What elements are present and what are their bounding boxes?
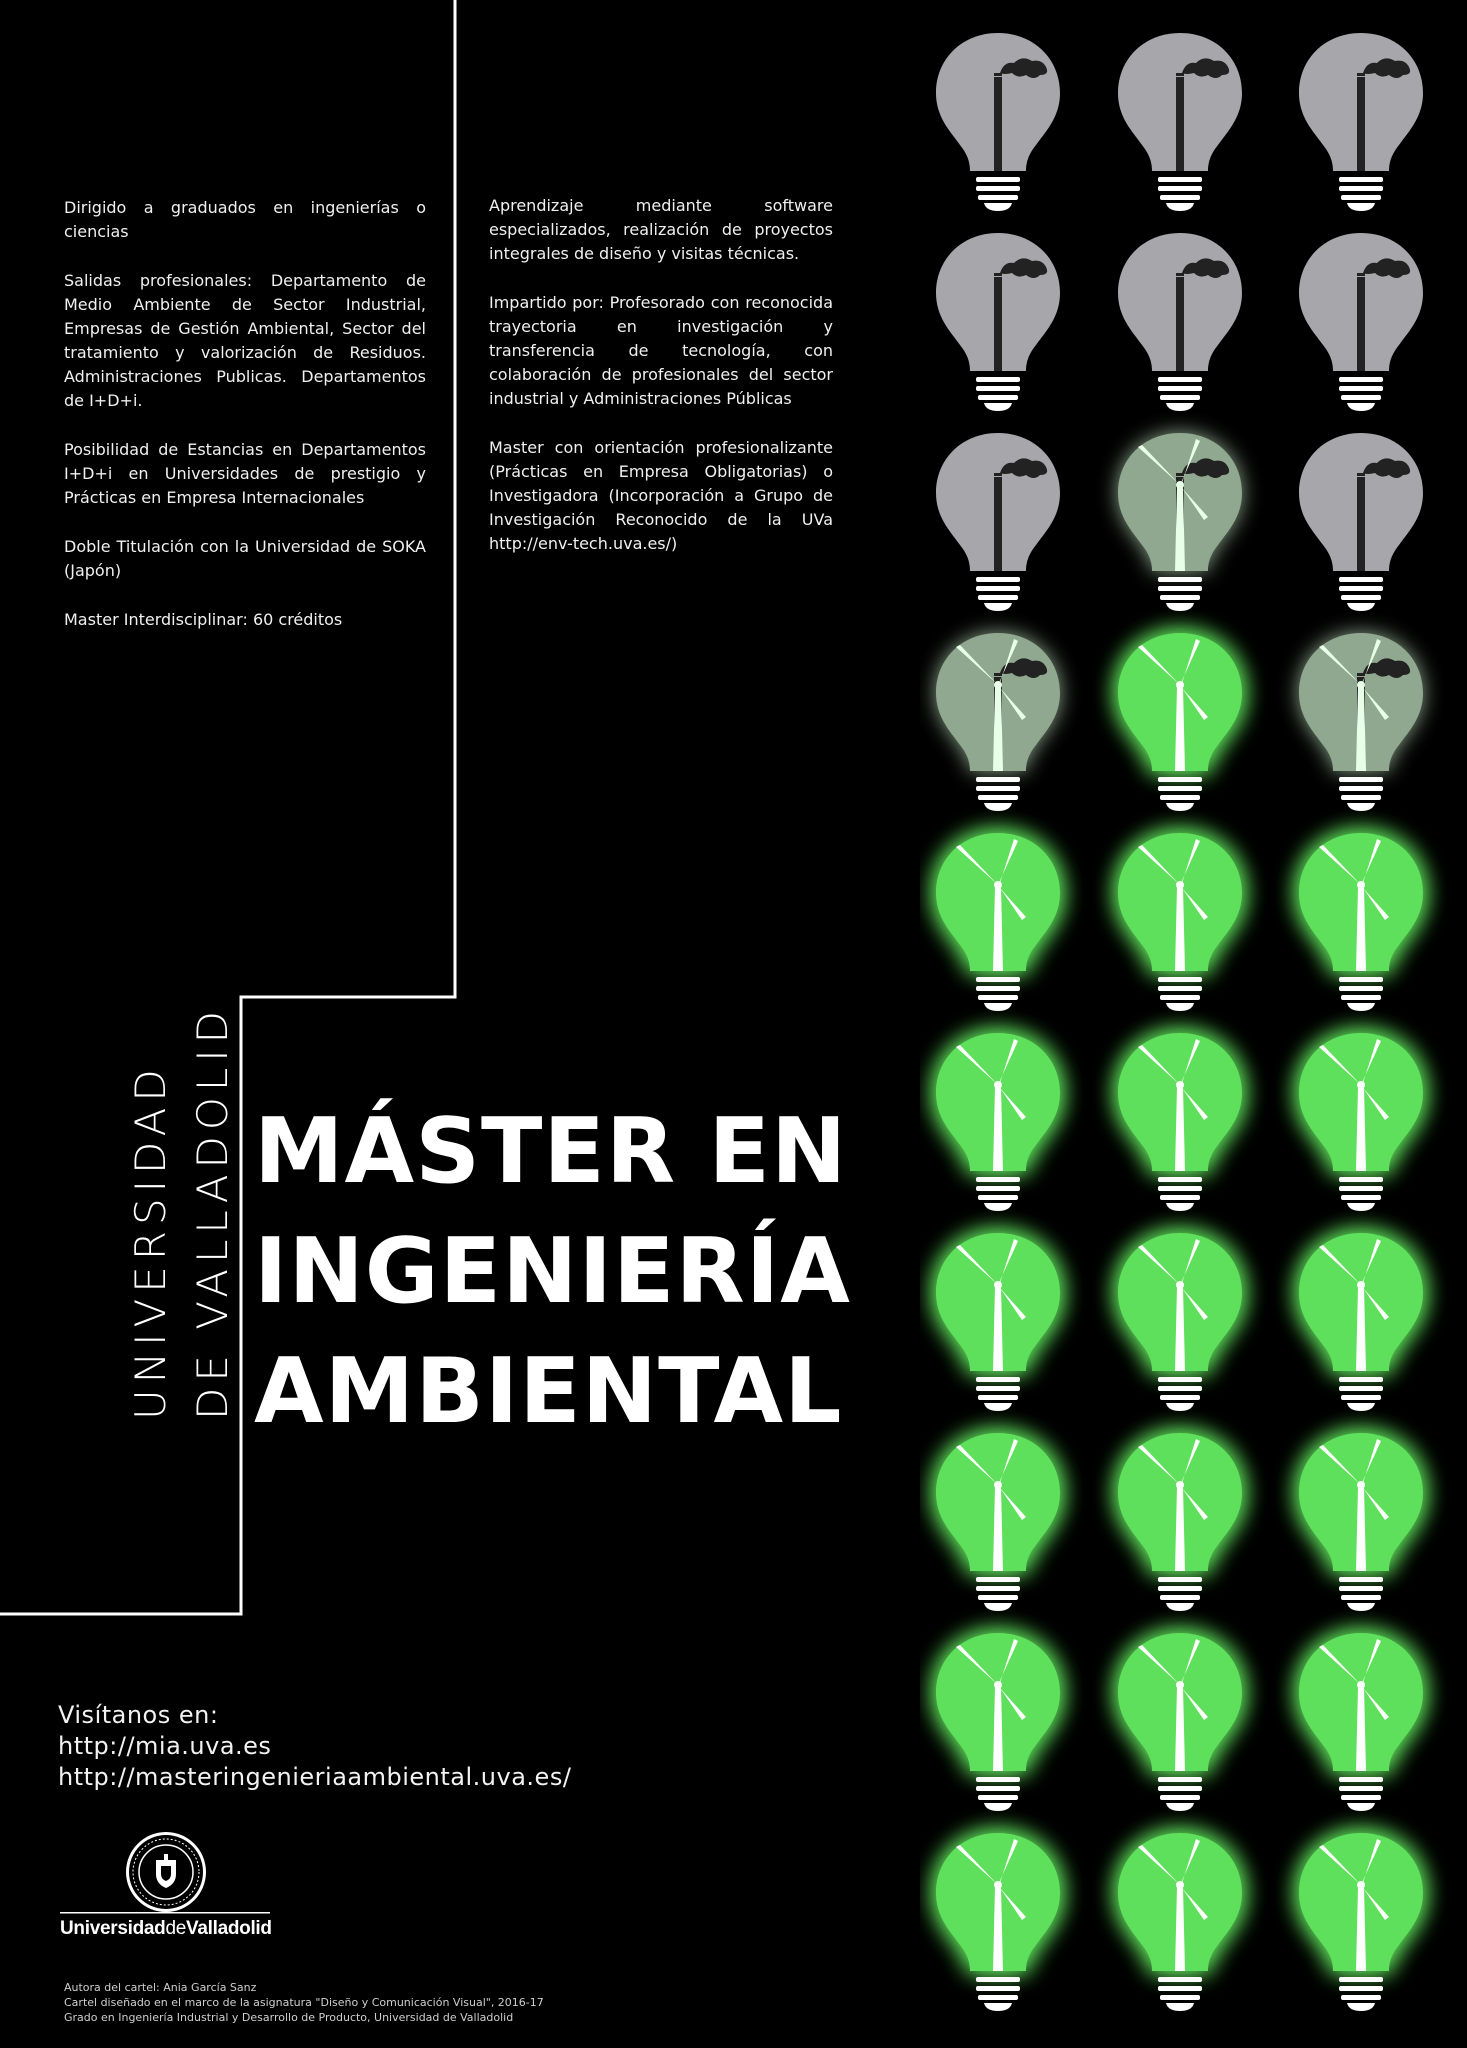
bulb-wind-icon xyxy=(1299,1433,1423,1611)
info-column-right: Aprendizaje mediante software especializ… xyxy=(489,194,833,581)
bulb-wind-icon xyxy=(1118,1833,1242,2011)
bulb-wind-icon xyxy=(1118,833,1242,1011)
visit-link-master[interactable]: http://masteringenieriaambiental.uva.es/ xyxy=(58,1763,572,1791)
visit-section: Visítanos en: http://mia.uva.es http://m… xyxy=(58,1700,571,1793)
bulb-wind-icon xyxy=(936,1233,1060,1411)
bulb-wind-icon xyxy=(1118,1033,1242,1211)
credits-degree: Grado en Ingeniería Industrial y Desarro… xyxy=(64,2011,514,2024)
bulb-wind-icon xyxy=(1118,1633,1242,1811)
university-vertical-line2: DE VALLADOLID xyxy=(188,1004,237,1420)
bulb-factory-icon xyxy=(1118,233,1242,411)
info-orientation: Master con orientación profesionalizante… xyxy=(489,438,833,553)
bulb-wind-icon xyxy=(1299,1633,1423,1811)
bulb-wind-icon xyxy=(936,833,1060,1011)
logo-part-universidad: Universidad xyxy=(60,1918,166,1939)
bulb-factory-icon xyxy=(936,433,1060,611)
visit-link-mia[interactable]: http://mia.uva.es xyxy=(58,1732,272,1760)
credits-course: Cartel diseñado en el marco de la asigna… xyxy=(64,1996,544,2009)
bulb-transition-icon xyxy=(1299,633,1423,811)
info-internships: Posibilidad de Estancias en Departamento… xyxy=(64,440,426,507)
university-vertical-line1: UNIVERSIDAD xyxy=(126,1063,175,1420)
bulb-transition-icon xyxy=(936,633,1060,811)
university-seal-icon xyxy=(126,1832,206,1912)
bulb-factory-icon xyxy=(1299,433,1423,611)
bulb-wind-icon xyxy=(1299,833,1423,1011)
bulb-transition-icon xyxy=(1118,433,1242,611)
bulb-factory-icon xyxy=(1299,33,1423,211)
bulb-wind-icon xyxy=(936,1433,1060,1611)
bulb-wind-icon xyxy=(1299,1233,1423,1411)
page-title: MÁSTER EN INGENIERÍA AMBIENTAL xyxy=(254,1092,851,1452)
bulb-grid xyxy=(936,33,1423,2011)
title-line-3: AMBIENTAL xyxy=(254,1339,843,1444)
bulb-factory-icon xyxy=(1299,233,1423,411)
university-vertical-name: UNIVERSIDAD DE VALLADOLID xyxy=(120,1005,244,1420)
bulb-wind-icon xyxy=(1118,1433,1242,1611)
logo-divider xyxy=(60,1912,270,1914)
logo-part-de: de xyxy=(165,1918,187,1939)
bulb-wind-icon xyxy=(936,1033,1060,1211)
info-learning: Aprendizaje mediante software especializ… xyxy=(489,196,833,263)
bulb-wind-icon xyxy=(936,1633,1060,1811)
bulb-wind-icon xyxy=(936,1833,1060,2011)
logo-part-valladolid: Valladolid xyxy=(186,1918,272,1939)
info-career-paths: Salidas profesionales: Departamento de M… xyxy=(64,271,426,410)
info-target-audience: Dirigido a graduados en ingenierías o ci… xyxy=(64,198,426,241)
info-column-left: Dirigido a graduados en ingenierías o ci… xyxy=(64,196,426,657)
bulb-factory-icon xyxy=(936,33,1060,211)
bulb-factory-icon xyxy=(1118,33,1242,211)
visit-heading: Visítanos en: xyxy=(58,1701,219,1729)
info-double-degree: Doble Titulación con la Universidad de S… xyxy=(64,537,426,580)
credits-author: Autora del cartel: Ania García Sanz xyxy=(64,1981,257,1994)
bulb-wind-icon xyxy=(1118,633,1242,811)
bulb-wind-icon xyxy=(1299,1833,1423,2011)
university-logo: UniversidaddeValladolid xyxy=(60,1912,272,1940)
bulb-factory-icon xyxy=(936,233,1060,411)
title-line-1: MÁSTER EN xyxy=(254,1099,848,1204)
credits: Autora del cartel: Ania García Sanz Cart… xyxy=(64,1980,544,2025)
bulb-wind-icon xyxy=(1299,1033,1423,1211)
info-credits: Master Interdisciplinar: 60 créditos xyxy=(64,610,343,629)
title-line-2: INGENIERÍA xyxy=(254,1219,851,1324)
bulb-wind-icon xyxy=(1118,1233,1242,1411)
info-teachers: Impartido por: Profesorado con reconocid… xyxy=(489,293,833,408)
